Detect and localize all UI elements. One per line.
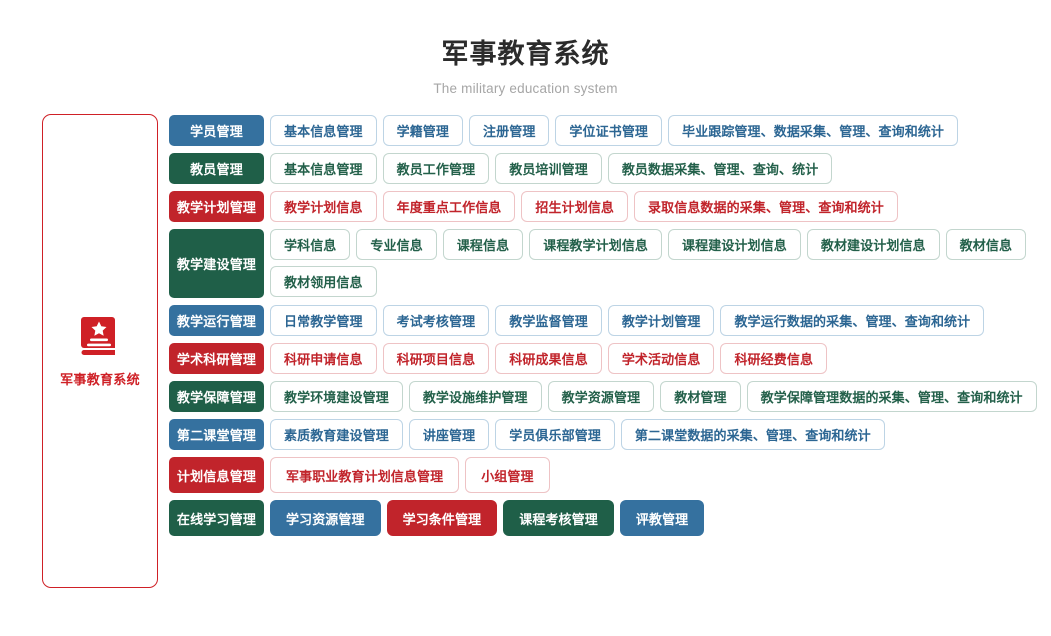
node-button[interactable]: 年度重点工作信息: [382, 191, 516, 223]
category-children: 学习资源管理学习条件管理课程考核管理评教管理: [264, 500, 1051, 537]
node-button[interactable]: 考试考核管理: [382, 305, 490, 337]
node-button[interactable]: 教材管理: [660, 381, 741, 413]
category-row: 教学保障管理教学环境建设管理教学设施维护管理教学资源管理教材管理教学保障管理数据…: [169, 381, 1051, 413]
mindmap-board: 军事教育系统 学员管理基本信息管理学籍管理注册管理学位证书管理毕业跟踪管理、数据…: [0, 114, 1051, 589]
category-label-1[interactable]: 学员管理: [169, 115, 264, 147]
node-button[interactable]: 军事职业教育计划信息管理: [270, 457, 460, 494]
node-button[interactable]: 课程建设计划信息: [668, 229, 801, 261]
node-button[interactable]: 教员数据采集、管理、查询、统计: [607, 153, 833, 185]
category-row: 在线学习管理学习资源管理学习条件管理课程考核管理评教管理: [169, 500, 1051, 537]
node-button[interactable]: 课程教学计划信息: [529, 229, 663, 261]
node-button[interactable]: 教学环境建设管理: [270, 381, 403, 413]
category-label-5[interactable]: 教学运行管理: [169, 305, 264, 337]
node-button[interactable]: 教员培训管理: [495, 153, 602, 185]
node-button[interactable]: 学位证书管理: [555, 115, 663, 147]
node-button[interactable]: 专业信息: [356, 229, 437, 261]
node-button[interactable]: 基本信息管理: [270, 115, 377, 147]
book-star-icon: [78, 314, 122, 360]
node-button[interactable]: 学员俱乐部管理: [495, 419, 615, 451]
category-row: 第二课堂管理素质教育建设管理讲座管理学员俱乐部管理第二课堂数据的采集、管理、查询…: [169, 419, 1051, 451]
node-button[interactable]: 科研成果信息: [495, 343, 602, 375]
category-label-10[interactable]: 在线学习管理: [169, 500, 264, 537]
category-row: 学员管理基本信息管理学籍管理注册管理学位证书管理毕业跟踪管理、数据采集、管理、查…: [169, 115, 1051, 147]
node-button[interactable]: 学术活动信息: [607, 343, 715, 375]
category-label-7[interactable]: 教学保障管理: [169, 381, 264, 413]
category-label-9[interactable]: 计划信息管理: [169, 457, 264, 494]
node-button[interactable]: 科研项目信息: [382, 343, 490, 375]
node-button[interactable]: 讲座管理: [408, 419, 490, 451]
node-button[interactable]: 学科信息: [270, 229, 351, 261]
node-button[interactable]: 日常教学管理: [270, 305, 377, 337]
node-button[interactable]: 教学计划管理: [607, 305, 715, 337]
category-row: 教学建设管理学科信息专业信息课程信息课程教学计划信息课程建设计划信息教材建设计划…: [169, 229, 1051, 299]
category-row: 教员管理基本信息管理教员工作管理教员培训管理教员数据采集、管理、查询、统计: [169, 153, 1051, 185]
node-button[interactable]: 教学运行数据的采集、管理、查询和统计: [720, 305, 985, 337]
node-button[interactable]: 教学监督管理: [495, 305, 602, 337]
category-label-4[interactable]: 教学建设管理: [169, 229, 264, 299]
category-row: 教学计划管理教学计划信息年度重点工作信息招生计划信息录取信息数据的采集、管理、查…: [169, 191, 1051, 223]
category-label-6[interactable]: 学术科研管理: [169, 343, 264, 375]
category-children: 教学环境建设管理教学设施维护管理教学资源管理教材管理教学保障管理数据的采集、管理…: [264, 381, 1051, 413]
node-button[interactable]: 课程考核管理: [503, 500, 614, 537]
category-children: 军事职业教育计划信息管理小组管理: [264, 457, 1051, 494]
node-button[interactable]: 素质教育建设管理: [270, 419, 403, 451]
node-button[interactable]: 教材建设计划信息: [806, 229, 940, 261]
category-row: 学术科研管理科研申请信息科研项目信息科研成果信息学术活动信息科研经费信息: [169, 343, 1051, 375]
category-children: 基本信息管理学籍管理注册管理学位证书管理毕业跟踪管理、数据采集、管理、查询和统计: [264, 115, 1051, 147]
category-row: 计划信息管理军事职业教育计划信息管理小组管理: [169, 457, 1051, 494]
category-children: 学科信息专业信息课程信息课程教学计划信息课程建设计划信息教材建设计划信息教材信息…: [264, 229, 1051, 298]
root-node-panel[interactable]: 军事教育系统: [42, 114, 158, 589]
node-button[interactable]: 第二课堂数据的采集、管理、查询和统计: [620, 419, 885, 451]
node-button[interactable]: 教员工作管理: [382, 153, 490, 185]
node-button[interactable]: 学习条件管理: [386, 500, 498, 537]
node-button[interactable]: 毕业跟踪管理、数据采集、管理、查询和统计: [668, 115, 959, 147]
node-button[interactable]: 评教管理: [619, 500, 705, 537]
category-label-2[interactable]: 教员管理: [169, 153, 264, 185]
category-label-8[interactable]: 第二课堂管理: [169, 419, 264, 451]
node-button[interactable]: 教学计划信息: [270, 191, 377, 223]
page-title: 军事教育系统: [441, 39, 610, 69]
category-children: 基本信息管理教员工作管理教员培训管理教员数据采集、管理、查询、统计: [264, 153, 1051, 185]
node-button[interactable]: 教学设施维护管理: [408, 381, 542, 413]
node-button[interactable]: 教学保障管理数据的采集、管理、查询和统计: [746, 381, 1037, 413]
node-button[interactable]: 小组管理: [465, 457, 550, 494]
node-button[interactable]: 招生计划信息: [521, 191, 629, 223]
node-button[interactable]: 录取信息数据的采集、管理、查询和统计: [634, 191, 898, 223]
node-button[interactable]: 教学资源管理: [547, 381, 655, 413]
node-button[interactable]: 注册管理: [469, 115, 550, 147]
node-button[interactable]: 基本信息管理: [270, 153, 377, 185]
category-rows: 学员管理基本信息管理学籍管理注册管理学位证书管理毕业跟踪管理、数据采集、管理、查…: [158, 114, 1051, 543]
category-children: 教学计划信息年度重点工作信息招生计划信息录取信息数据的采集、管理、查询和统计: [264, 191, 1051, 223]
node-button[interactable]: 教材信息: [945, 229, 1027, 261]
category-children: 素质教育建设管理讲座管理学员俱乐部管理第二课堂数据的采集、管理、查询和统计: [264, 419, 1051, 451]
category-row: 教学运行管理日常教学管理考试考核管理教学监督管理教学计划管理教学运行数据的采集、…: [169, 305, 1051, 337]
node-button[interactable]: 学籍管理: [382, 115, 464, 147]
node-button[interactable]: 科研申请信息: [270, 343, 377, 375]
node-button[interactable]: 课程信息: [442, 229, 524, 261]
category-label-3[interactable]: 教学计划管理: [169, 191, 264, 223]
page-subtitle: The military education system: [433, 81, 618, 97]
category-children: 日常教学管理考试考核管理教学监督管理教学计划管理教学运行数据的采集、管理、查询和…: [264, 305, 1051, 337]
root-node-label: 军事教育系统: [60, 372, 140, 388]
page-header: 军事教育系统 The military education system: [0, 0, 1051, 96]
node-button[interactable]: 教材领用信息: [270, 266, 377, 298]
node-button[interactable]: 科研经费信息: [720, 343, 828, 375]
node-button[interactable]: 学习资源管理: [270, 500, 381, 537]
category-children: 科研申请信息科研项目信息科研成果信息学术活动信息科研经费信息: [264, 343, 1051, 375]
